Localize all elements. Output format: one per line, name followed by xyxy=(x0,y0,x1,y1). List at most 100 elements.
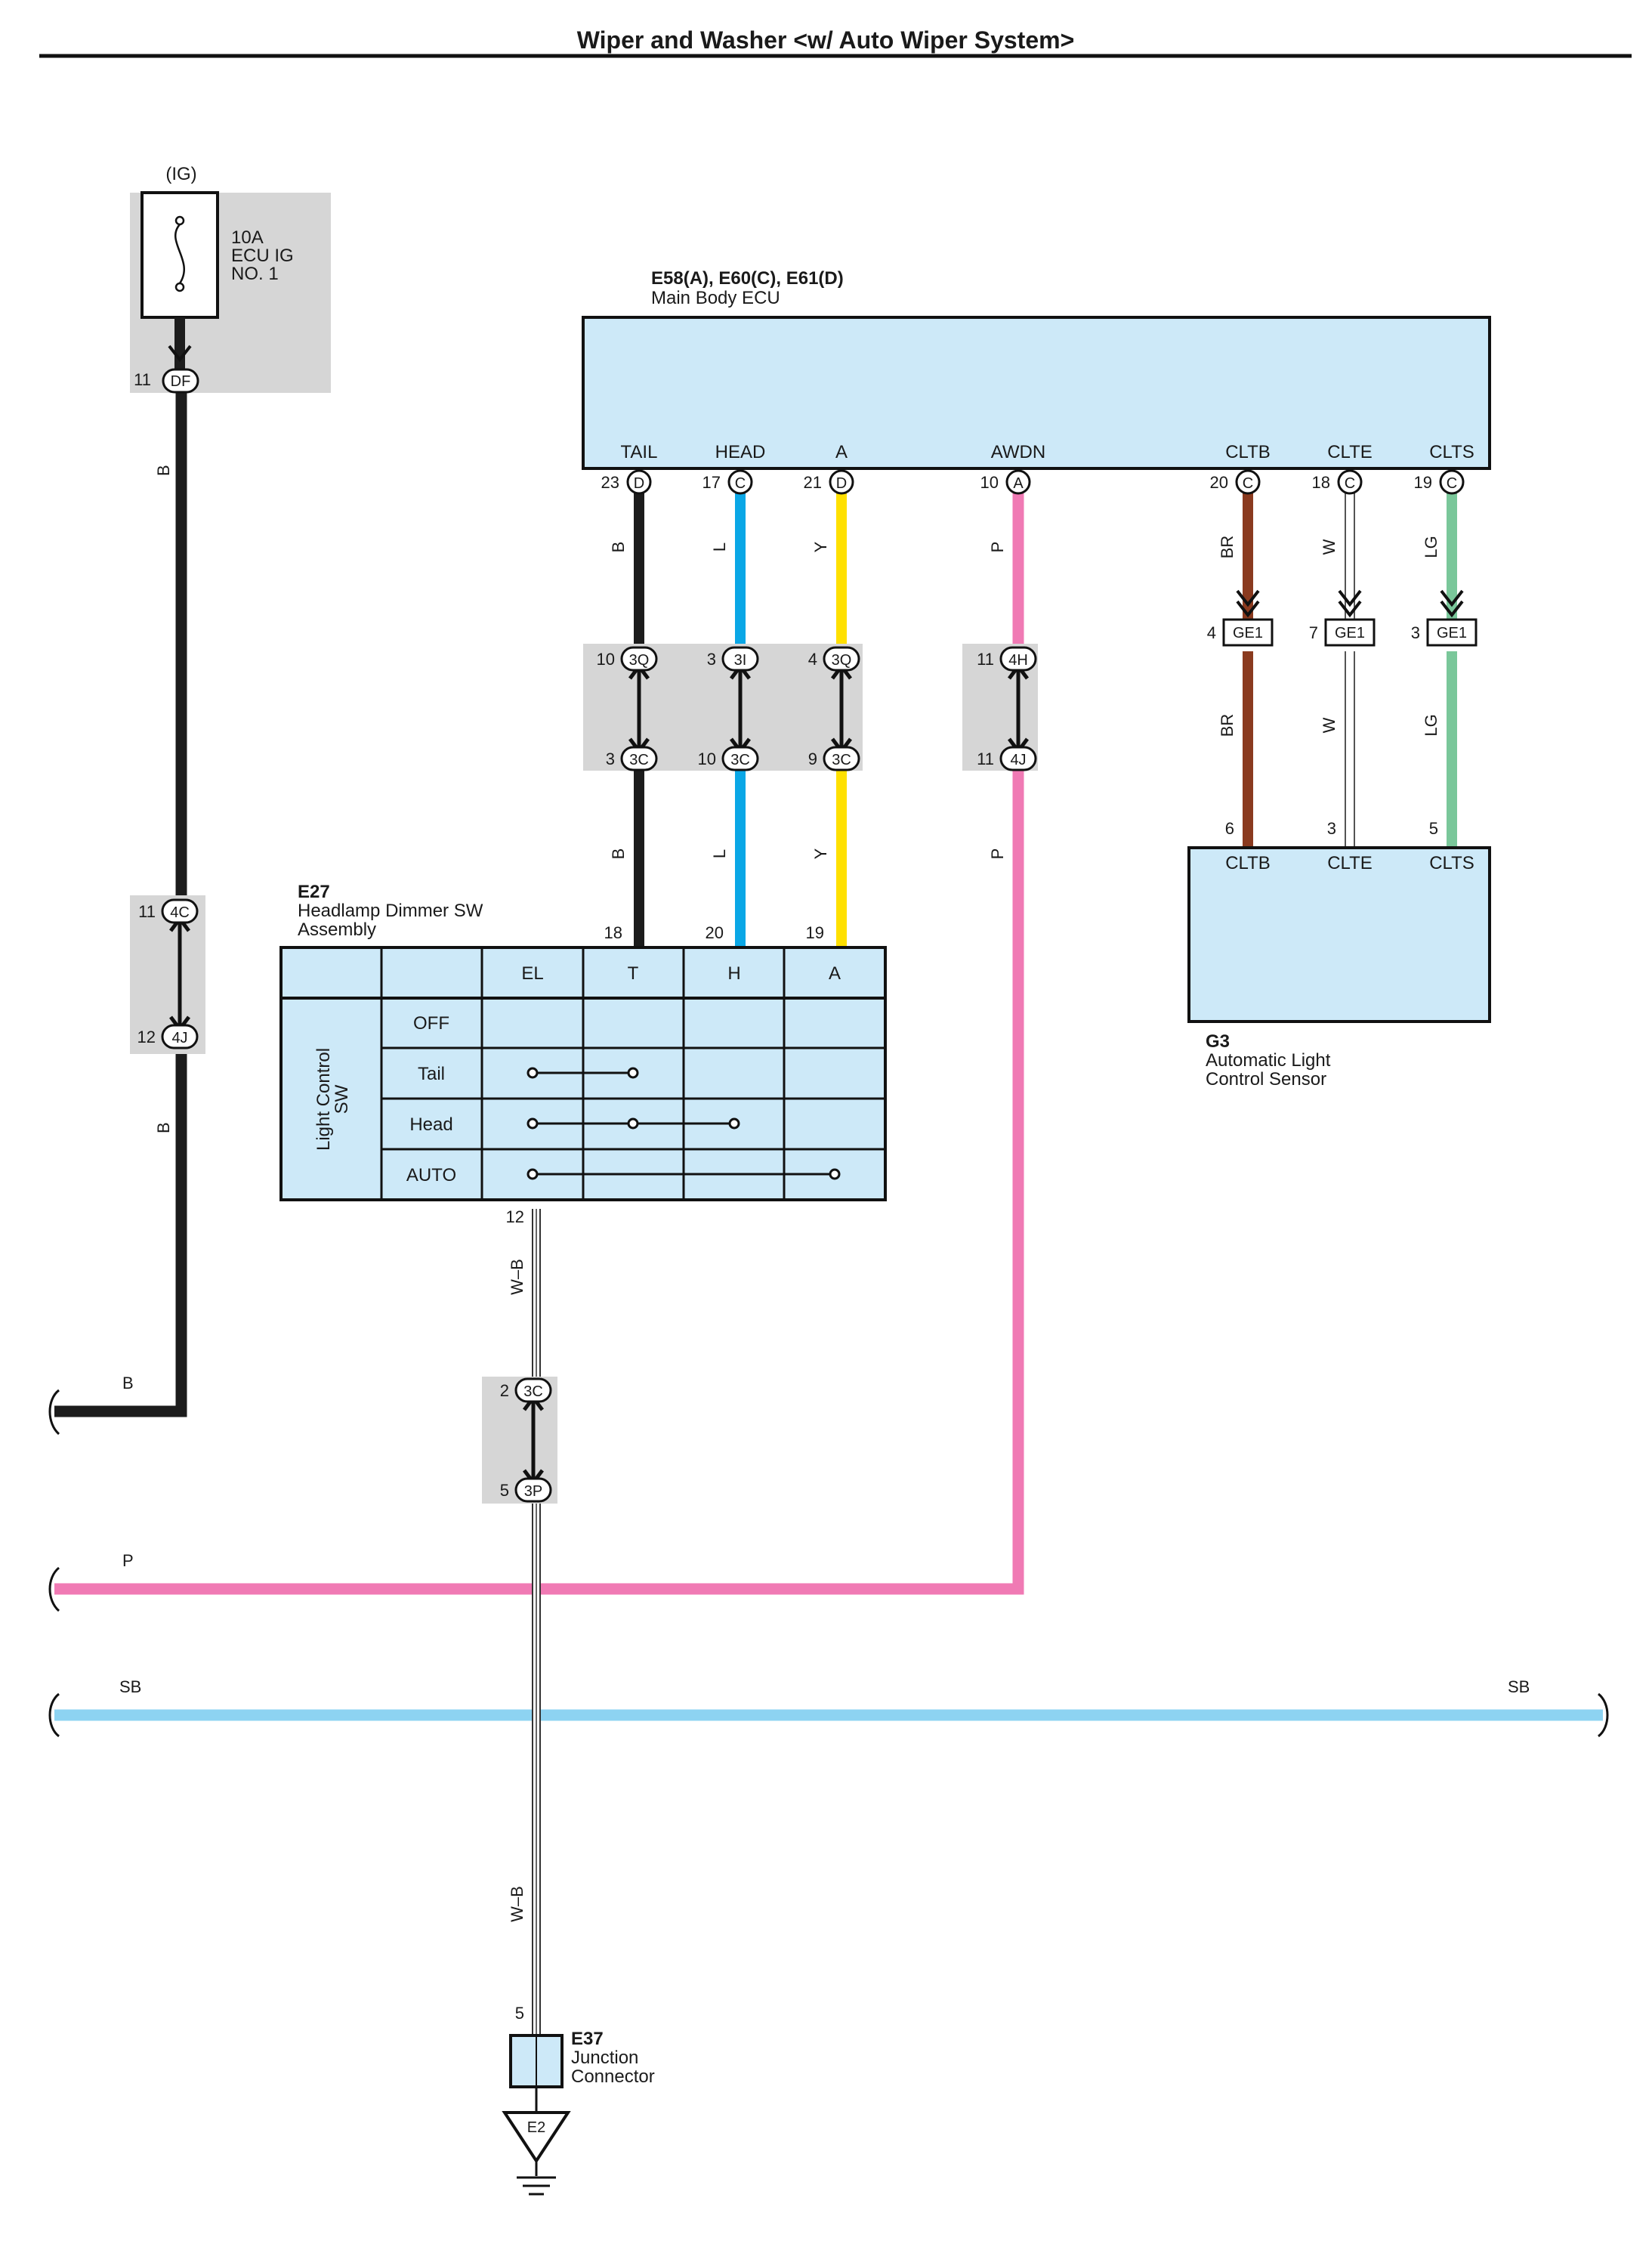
wire-label-head-2: L xyxy=(710,849,729,858)
ecu-id: E58(A), E60(C), E61(D) xyxy=(651,268,844,289)
sensor-name-2: Control Sensor xyxy=(1206,1069,1326,1090)
dimmer-column-h: H xyxy=(727,963,740,984)
junction-bottom-2 xyxy=(721,746,759,771)
ecu-connector-cltb xyxy=(1235,469,1261,495)
ecu-terminal-clts: CLTS xyxy=(1429,442,1474,462)
break-mark-sb-right xyxy=(1597,1692,1609,1738)
dimmer-pin-t: 18 xyxy=(604,923,622,942)
wire-label-awdn-1: P xyxy=(988,542,1007,553)
junction-connector-name-2: Connector xyxy=(571,2066,655,2087)
dimmer-ground-pin: 12 xyxy=(506,1207,524,1226)
main-body-ecu xyxy=(582,316,1491,470)
dimmer-name-1: Headlamp Dimmer SW xyxy=(298,901,483,921)
wire-label-w-b-1: W–B xyxy=(508,1259,526,1295)
wire-label-clts-2: LG xyxy=(1422,714,1440,736)
wire-label-sb-right: SB xyxy=(1508,1677,1530,1696)
ecu-connector-label-clts: C xyxy=(1447,475,1457,492)
junction-top-3-label: 3Q xyxy=(832,652,852,669)
wire-label-awdn-2: P xyxy=(988,848,1007,860)
chevron-down-icon xyxy=(1236,600,1260,618)
junction-connector-id: E37 xyxy=(571,2029,604,2049)
ecu-pin-cltb: 20 xyxy=(1210,473,1228,492)
wire-label-w-b-2: W–B xyxy=(508,1886,526,1922)
junction-connector-pin: 5 xyxy=(515,2004,524,2023)
ecu-pin-clts: 19 xyxy=(1414,473,1432,492)
junction-top-4 xyxy=(999,646,1037,672)
dimmer-id: E27 xyxy=(298,882,330,902)
wire-label-sb-left: SB xyxy=(119,1677,141,1696)
junction-bottom-5-label: 4J xyxy=(171,1030,187,1046)
chevron-down-icon xyxy=(1440,589,1464,607)
dimmer-column-t: T xyxy=(628,963,639,984)
ecu-connector-label-clte: C xyxy=(1345,475,1355,492)
ecu-pin-clte: 18 xyxy=(1312,473,1330,492)
junction-top-2-label: 3I xyxy=(734,652,747,669)
ecu-connector-head xyxy=(727,469,753,495)
junction-bottom-2-label: 3C xyxy=(730,752,750,768)
ecu-terminal-awdn: AWDN xyxy=(991,442,1045,462)
ecu-terminal-tail: TAIL xyxy=(621,442,658,462)
sensor-pin-clts: 5 xyxy=(1429,819,1438,838)
dimmer-row-tail: Tail xyxy=(418,1064,445,1084)
junction-bottom-3-label: 3C xyxy=(832,752,851,768)
contact-auto-a xyxy=(829,1168,841,1180)
ge1-connector-2 xyxy=(1324,618,1376,647)
wire-label-tail-2: B xyxy=(609,848,628,860)
ge1-pin-2: 7 xyxy=(1309,623,1318,642)
ge1-connector-3 xyxy=(1426,618,1478,647)
contact-tail-t xyxy=(627,1067,639,1079)
ge1-pin-3: 3 xyxy=(1411,623,1420,642)
junction-top-1 xyxy=(620,646,658,672)
contact-tail-el xyxy=(526,1067,539,1079)
ground-point xyxy=(502,2111,571,2164)
ground-id: E2 xyxy=(527,2119,545,2136)
junction-bottom-6-label: 3P xyxy=(524,1483,542,1500)
ecu-connector-clte xyxy=(1337,469,1363,495)
ecu-pin-a: 21 xyxy=(804,473,822,492)
wire-label-cltb-1: BR xyxy=(1218,536,1237,559)
junction-connector-name-1: Junction xyxy=(571,2048,638,2068)
ecu-terminal-cltb: CLTB xyxy=(1225,442,1271,462)
ecu-connector-label-tail: D xyxy=(634,475,644,492)
ground-icon xyxy=(517,2161,556,2196)
junction-top-5-label: 4C xyxy=(170,904,190,921)
auto-light-sensor xyxy=(1187,846,1491,1023)
dimmer-pin-h: 20 xyxy=(706,923,724,942)
junction-connectors: 3Q3C1033I3C3103Q3C494H4J11114C4J11123C3P… xyxy=(137,646,1037,1503)
ecu-connector-clts xyxy=(1439,469,1465,495)
ecu-connector-awdn xyxy=(1005,469,1031,495)
junction-top-pin-4: 11 xyxy=(977,650,994,669)
dimmer-side-label-2: SW xyxy=(332,1084,352,1114)
junction-top-6-label: 3C xyxy=(523,1383,543,1400)
junction-bottom-3 xyxy=(823,746,860,771)
junction-top-4-label: 4H xyxy=(1008,652,1028,669)
wire-b-left xyxy=(54,385,187,1417)
dimmer-side-label-1: Light Control xyxy=(313,1048,334,1151)
wire-label-clte-2: W xyxy=(1320,717,1339,733)
junction-bottom-5 xyxy=(161,1024,199,1049)
junction-top-pin-3: 4 xyxy=(808,650,817,669)
sensor-terminal-clts: CLTS xyxy=(1429,853,1474,873)
junction-top-pin-2: 3 xyxy=(707,650,716,669)
sensor-terminal-cltb: CLTB xyxy=(1225,853,1271,873)
ge1-connector-label-3: GE1 xyxy=(1437,625,1467,641)
dimmer-pin-a: 19 xyxy=(806,923,824,942)
ecu-pin-tail: 23 xyxy=(601,473,619,492)
junction-bottom-pin-3: 9 xyxy=(808,750,817,768)
contact-head-el xyxy=(526,1117,539,1130)
wire-label-cltb-2: BR xyxy=(1218,714,1237,737)
dimmer-row-head: Head xyxy=(409,1114,452,1135)
sensor-terminal-clte: CLTE xyxy=(1327,853,1373,873)
contact-auto-el xyxy=(526,1168,539,1180)
junction-bottom-pin-5: 12 xyxy=(137,1028,156,1046)
ecu-pin-head: 17 xyxy=(702,473,721,492)
fuse-number: NO. 1 xyxy=(231,264,279,284)
wire-label-clte-1: W xyxy=(1320,539,1339,555)
junction-bottom-pin-1: 3 xyxy=(606,750,615,768)
junction-top-pin-6: 2 xyxy=(500,1381,509,1400)
